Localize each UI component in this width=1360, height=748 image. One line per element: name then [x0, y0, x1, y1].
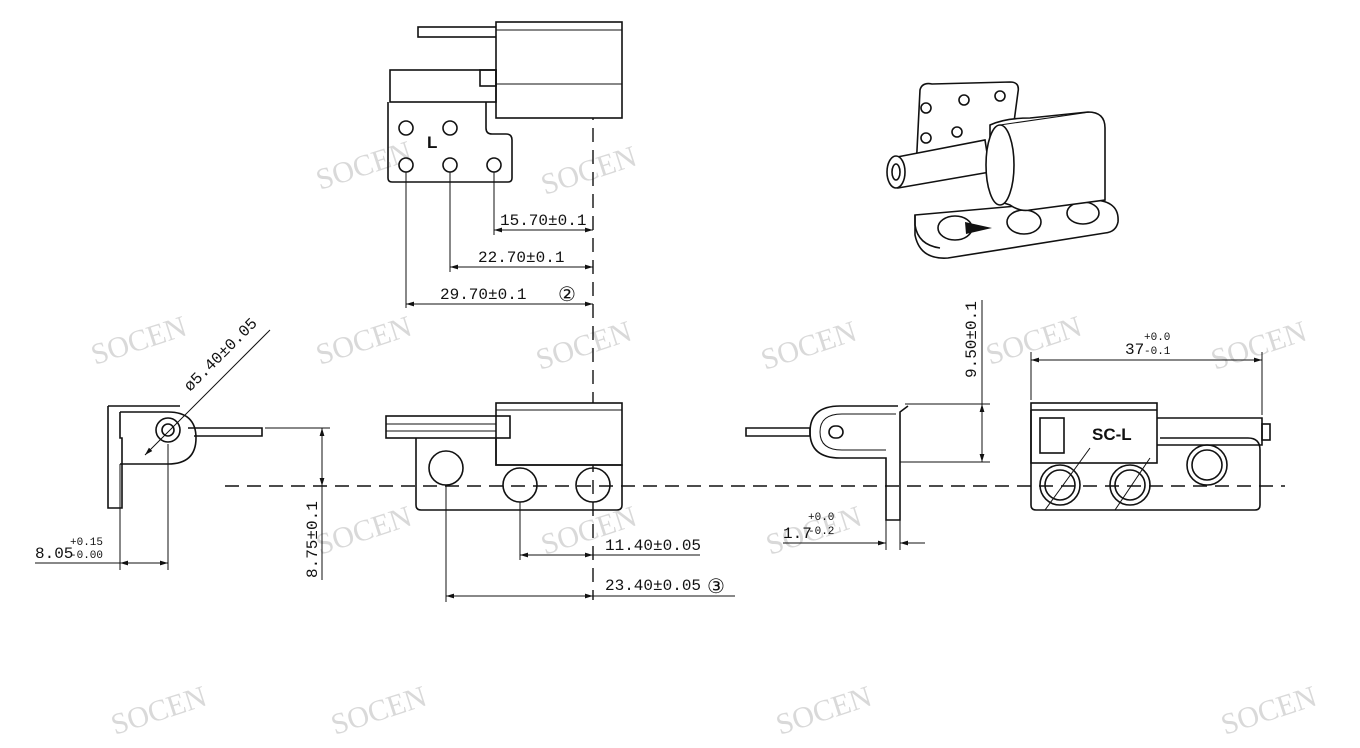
dim-15-70: 15.70±0.1	[500, 212, 586, 230]
watermark: SOCEN	[1217, 680, 1321, 742]
dim-1-7-tol-lower: -0.2	[808, 526, 834, 538]
watermark: SOCEN	[327, 680, 431, 742]
watermark: SOCEN	[537, 140, 641, 202]
watermark: SOCEN	[312, 500, 416, 562]
dim-8-05-tol-upper: +0.15	[70, 537, 103, 549]
isometric-view	[886, 81, 1119, 259]
part-label-sc-l: SC-L	[1092, 425, 1132, 444]
ref-marker-2: ②	[558, 282, 576, 306]
ref-marker-3: ③	[707, 574, 725, 598]
dim-29-70: 29.70±0.1	[440, 286, 526, 304]
front-view: 11.40±0.05 23.40±0.05 ③	[385, 402, 735, 602]
dim-diameter-5-40: ø5.40±0.05	[181, 315, 262, 396]
dim-9-50: 9.50±0.1	[963, 301, 981, 378]
watermark: SOCEN	[757, 315, 861, 377]
dim-37: 37	[1125, 341, 1144, 359]
dim-8-75: 8.75±0.1	[304, 501, 322, 578]
watermark: SOCEN	[982, 310, 1086, 372]
dim-23-40: 23.40±0.05	[605, 577, 701, 595]
watermark: SOCEN	[1207, 315, 1311, 377]
dim-22-70: 22.70±0.1	[478, 249, 564, 267]
watermark: SOCEN	[87, 310, 191, 372]
watermark: SOCEN	[312, 135, 416, 197]
dim-37-tol-lower: -0.1	[1144, 346, 1171, 358]
dim-37-tol-upper: +0.0	[1144, 332, 1170, 344]
hand-mark-L: L	[427, 133, 437, 152]
watermark: SOCEN	[772, 680, 876, 742]
side-view-right: 1.7 +0.0 -0.2 9.50±0.1	[745, 300, 990, 550]
dim-11-40: 11.40±0.05	[605, 537, 701, 555]
dim-8-05-tol-lower: -0.00	[70, 550, 103, 562]
top-view: L 15.70±0.1 22.70±0.1 29.70±0.1 ②	[387, 21, 623, 308]
rear-view: SC-L 37 +0.0 -0.1	[1030, 332, 1271, 511]
dim-1-7-tol-upper: +0.0	[808, 512, 834, 524]
side-view-left: ø5.40±0.05 8.05 +0.15 -0.00 8.75±0.1	[35, 315, 330, 580]
dim-1-7: 1.7	[783, 525, 812, 543]
watermark: SOCEN	[532, 315, 636, 377]
watermark: SOCEN	[107, 680, 211, 742]
watermark: SOCEN	[312, 310, 416, 372]
dim-8-05: 8.05	[35, 545, 73, 563]
